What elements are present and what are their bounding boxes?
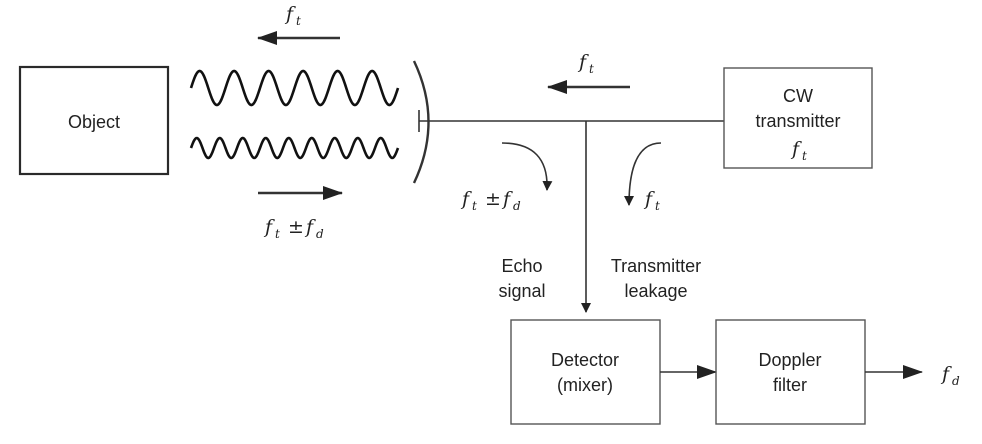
label-fd-output: f d: [940, 363, 960, 388]
detector-block: Detector (mixer): [510, 319, 661, 425]
svg-text:t: t: [802, 149, 807, 163]
svg-text:f: f: [501, 188, 513, 210]
detector-label-1: Detector: [551, 350, 619, 370]
cw-transmitter-label-2: transmitter: [755, 111, 840, 131]
svg-text:d: d: [952, 374, 960, 388]
svg-text:±: ±: [288, 216, 304, 238]
svg-text:f: f: [940, 363, 952, 385]
svg-text:t: t: [655, 199, 660, 213]
svg-text:f: f: [460, 188, 472, 210]
transmitter-leakage-label-1: Transmitter: [611, 256, 701, 276]
echo-signal-label-2: signal: [498, 281, 545, 301]
doppler-label-1: Doppler: [758, 350, 821, 370]
cw-transmitter-label-1: CW: [783, 86, 813, 106]
label-echo-freq: f t ± f d: [460, 188, 521, 213]
svg-text:f: f: [284, 3, 296, 25]
doppler-label-2: filter: [773, 375, 807, 395]
object-block: Object: [18, 65, 170, 176]
svg-text:t: t: [589, 62, 594, 76]
transmitter-leakage-label-2: leakage: [624, 281, 687, 301]
svg-text:d: d: [316, 227, 324, 241]
svg-text:±: ±: [485, 188, 501, 210]
transmitted-wave: [189, 69, 400, 107]
label-ft-middle: f t: [577, 51, 594, 76]
echo-signal-label-1: Echo: [501, 256, 542, 276]
svg-text:f: f: [263, 216, 275, 238]
svg-text:t: t: [275, 227, 280, 241]
svg-text:t: t: [296, 14, 301, 28]
svg-text:f: f: [643, 188, 655, 210]
svg-text:f: f: [304, 216, 316, 238]
svg-text:t: t: [472, 199, 477, 213]
echo-curved-arrow: [501, 142, 553, 191]
svg-text:f: f: [577, 51, 589, 73]
cw-transmitter-freq: f: [790, 138, 802, 160]
label-ft-top: f t: [284, 3, 301, 28]
detector-label-2: (mixer): [557, 375, 613, 395]
svg-text:d: d: [513, 199, 521, 213]
reflected-wave: [189, 136, 400, 160]
label-leakage-freq: f t: [643, 188, 660, 213]
doppler-filter-block: Doppler filter: [715, 319, 866, 425]
antenna-dish: [412, 60, 430, 184]
leakage-curved-arrow: [624, 142, 662, 206]
object-label: Object: [68, 112, 120, 132]
label-ft-pm-fd-bottom: f t ± f d: [263, 216, 324, 241]
cw-transmitter-block: CW transmitter f t: [723, 67, 873, 169]
